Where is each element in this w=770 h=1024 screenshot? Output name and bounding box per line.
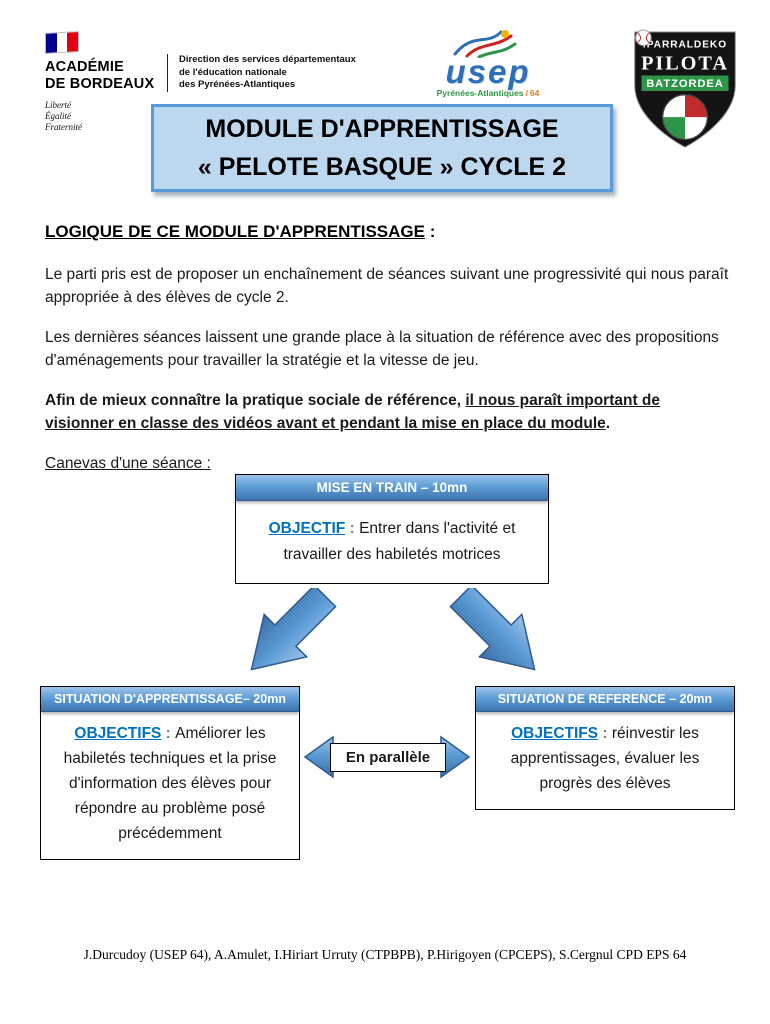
- usep-figure-icon: [398, 28, 578, 59]
- situation-apprentissage-header: SITUATION D'APPRENTISSAGE– 20mn: [41, 687, 299, 712]
- usep-wordmark: usep: [445, 53, 531, 90]
- authors-footer: J.Durcudoy (USEP 64), A.Amulet, I.Hiriar…: [83, 947, 687, 962]
- pilota-line2: PILOTA: [641, 53, 729, 75]
- french-flag-icon: [45, 31, 79, 54]
- module-title-box: MODULE D'APPRENTISSAGE « PELOTE BASQUE »…: [151, 104, 613, 192]
- paragraph-2: Les dernières séances laissent une grand…: [45, 329, 719, 369]
- canevas-label: Canevas d'une séance :: [45, 455, 211, 472]
- mise-en-train-body: OBJECTIF : Entrer dans l'activité et tra…: [268, 520, 516, 563]
- usep-logo: usep Pyrénées-Atlantiques/64: [398, 28, 578, 98]
- situation-reference-header: SITUATION DE REFERENCE – 20mn: [476, 687, 734, 712]
- situation-reference-box: SITUATION DE REFERENCE – 20mn OBJECTIFS …: [475, 686, 735, 810]
- arrow-down-left-icon: [250, 588, 337, 671]
- situation-apprentissage-body: OBJECTIFS : Améliorer les habiletés tech…: [63, 725, 277, 842]
- mise-en-train-box: MISE EN TRAIN – 10mn OBJECTIF : Entrer d…: [235, 474, 549, 584]
- situation-apprentissage-box: SITUATION D'APPRENTISSAGE– 20mn OBJECTIF…: [40, 686, 300, 860]
- pelota-ball-icon: [635, 29, 652, 47]
- mise-en-train-header: MISE EN TRAIN – 10mn: [236, 475, 548, 501]
- objectif-label: OBJECTIF: [268, 520, 346, 537]
- pilota-line3: BATZORDEA: [646, 78, 724, 90]
- pilota-batzordea-shield-logo: IPARRALDEKO PILOTA BATZORDEA: [627, 27, 743, 158]
- objectifs-label: OBJECTIFS: [74, 725, 162, 742]
- direction-services-text: Direction des services départementaux de…: [167, 54, 356, 92]
- section-heading: LOGIQUE DE CE MODULE D'APPRENTISSAGE :: [45, 222, 436, 241]
- pilota-line1: IPARRALDEKO: [643, 39, 727, 50]
- usep-subtitle: Pyrénées-Atlantiques/64: [436, 88, 540, 98]
- objectifs-label: OBJECTIFS: [511, 725, 599, 742]
- paragraph-3: Afin de mieux connaître la pratique soci…: [45, 392, 661, 432]
- en-parallele-label: En parallèle: [330, 743, 446, 772]
- academie-name: ACADÉMIE DE BORDEAUX: [45, 59, 155, 92]
- academie-bordeaux-logo: ACADÉMIE DE BORDEAUX Liberté Égalité Fra…: [45, 31, 163, 133]
- academie-motto: Liberté Égalité Fraternité: [45, 100, 82, 132]
- module-title-line1: MODULE D'APPRENTISSAGE: [205, 115, 559, 143]
- main-content: LOGIQUE DE CE MODULE D'APPRENTISSAGE : L…: [45, 222, 733, 492]
- situation-reference-body: OBJECTIFS : réinvestir les apprentissage…: [510, 725, 700, 792]
- arrow-down-right-icon: [449, 588, 536, 671]
- module-title-line2: « PELOTE BASQUE » CYCLE 2: [197, 153, 567, 181]
- paragraph-1: Le parti pris est de proposer un enchaîn…: [45, 266, 729, 306]
